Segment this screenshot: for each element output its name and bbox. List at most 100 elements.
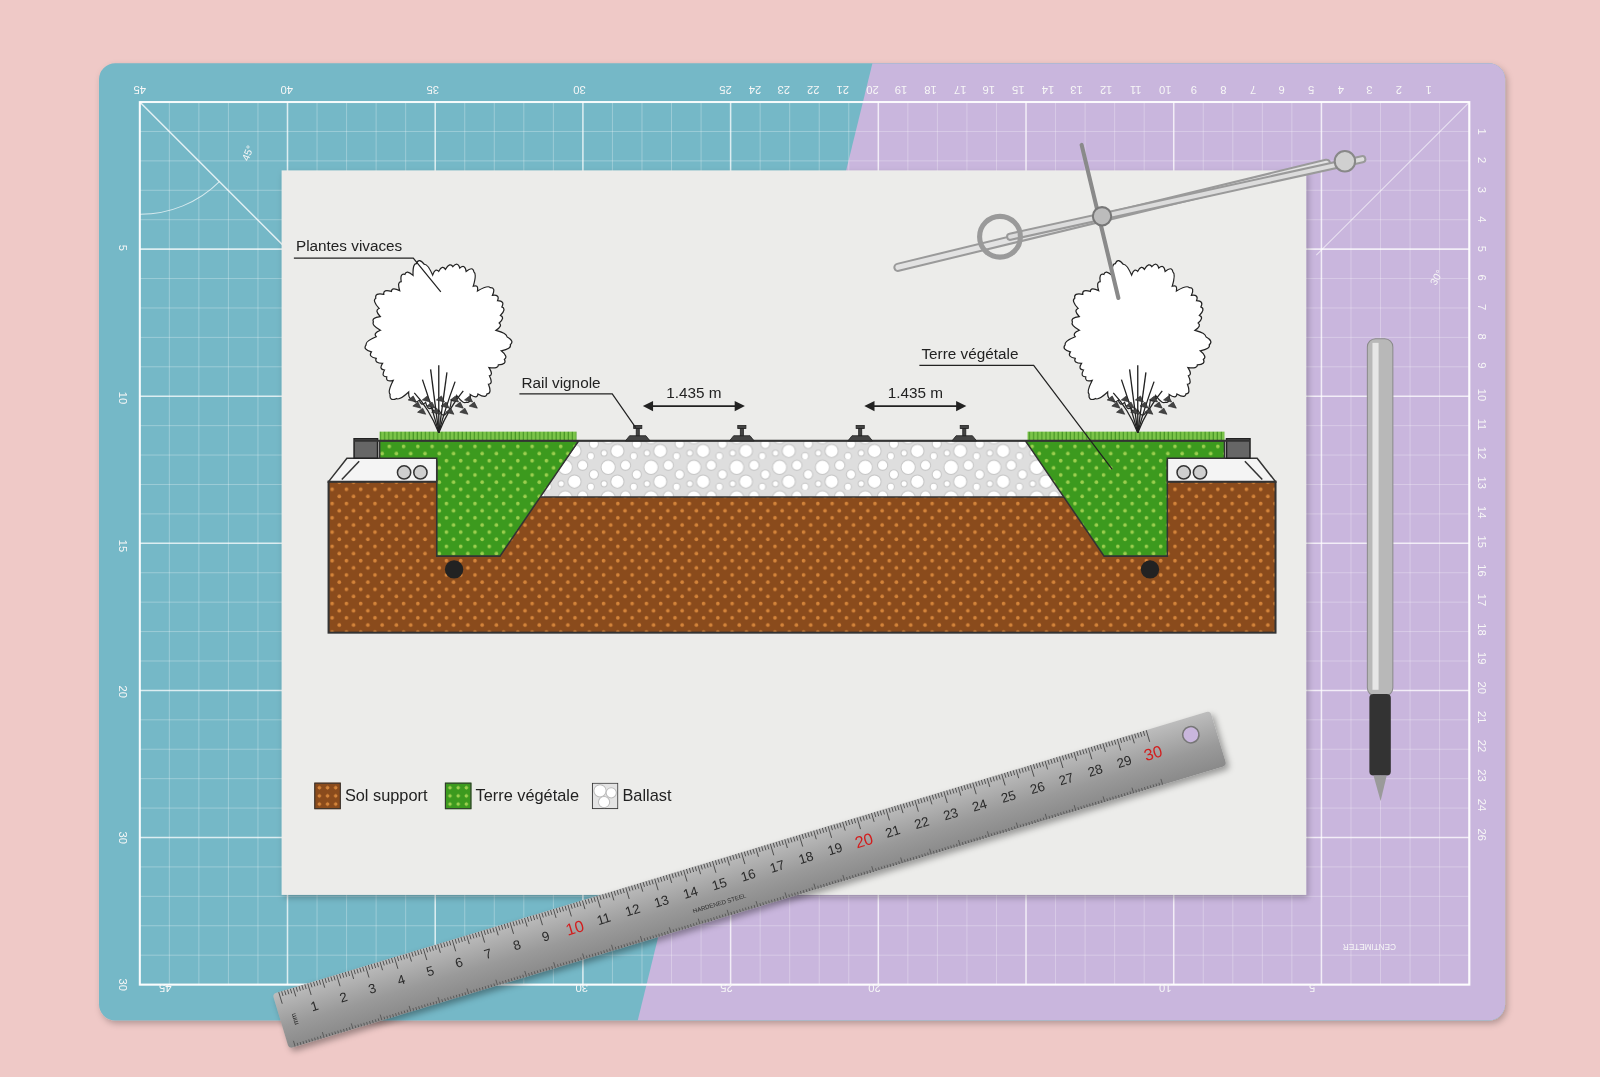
mat-scale-number: 30 xyxy=(573,83,586,96)
ruler-tick xyxy=(490,928,491,933)
ruler-number: 16 xyxy=(739,867,757,885)
ruler-tick xyxy=(1057,813,1059,816)
ruler-tick xyxy=(436,1001,438,1004)
ruler-tick xyxy=(394,957,398,969)
ruler-tick xyxy=(305,984,306,989)
mat-scale-number: 30 xyxy=(575,981,588,994)
ruler-tick xyxy=(1025,823,1027,826)
ruler-tick xyxy=(1057,757,1058,762)
ruler-tick xyxy=(676,929,678,932)
ruler-tick xyxy=(374,963,375,968)
ruler-number: 25 xyxy=(999,788,1017,806)
ruler-tick xyxy=(606,949,608,952)
ruler-tick xyxy=(840,823,841,828)
ruler-tick xyxy=(409,953,412,962)
ruler-tick xyxy=(991,833,993,836)
ruler-tick xyxy=(996,832,998,835)
dimension-label: 1.435 m xyxy=(888,384,943,402)
ruler-number: 12 xyxy=(624,902,642,920)
ruler-tick xyxy=(524,918,527,927)
ruler-tick xyxy=(690,924,692,927)
ruler-tick xyxy=(293,1041,295,1047)
ruler-tick xyxy=(748,907,750,910)
mat-scale-number: 3 xyxy=(1367,83,1373,96)
mat-scale-number: 19 xyxy=(895,83,908,96)
ruler-tick xyxy=(562,906,563,911)
ruler-tick xyxy=(1141,788,1143,791)
ruler-tick xyxy=(1074,805,1076,811)
mat-scale-number: 20 xyxy=(868,981,881,994)
leaf xyxy=(1117,408,1125,414)
ruler-tick xyxy=(907,859,909,862)
ruler-tick xyxy=(724,858,725,863)
leaf xyxy=(1112,402,1120,408)
ruler-tick xyxy=(360,1024,362,1027)
ballast-stone xyxy=(606,788,616,798)
ruler-tick xyxy=(745,908,747,911)
ruler-tick xyxy=(944,847,946,850)
ruler-number: 1 xyxy=(309,999,320,1015)
ruler-tick xyxy=(716,916,718,919)
mat-scale-number: 12 xyxy=(1100,83,1113,96)
ruler-tick xyxy=(1039,762,1040,767)
ruler-tick xyxy=(453,996,455,999)
ruler-tick xyxy=(845,821,846,826)
ruler-tick xyxy=(918,799,919,804)
mat-scale-number: 10 xyxy=(1159,83,1172,96)
ruler-tick xyxy=(540,970,542,973)
ruler-tick xyxy=(357,968,358,973)
ruler-tick xyxy=(401,1011,403,1014)
ruler-tick xyxy=(511,978,513,981)
ruler-tick xyxy=(632,942,634,945)
ruler-tick xyxy=(446,941,447,946)
ruler-tick xyxy=(987,831,989,837)
ruler-tick xyxy=(331,1032,333,1035)
ruler-tick xyxy=(663,876,664,881)
ruler-tick xyxy=(1042,762,1043,767)
ruler-tick xyxy=(527,917,528,922)
ruler-tick xyxy=(903,803,904,808)
leaf xyxy=(1168,402,1176,408)
ruler-tick xyxy=(738,853,739,858)
leaf xyxy=(418,408,426,414)
ruler-tick xyxy=(704,920,706,923)
stem xyxy=(439,382,455,433)
legend-text: Ballast xyxy=(622,787,671,806)
ruler-tick xyxy=(962,842,964,845)
ruler-tick xyxy=(892,863,894,866)
ruler-tick xyxy=(600,895,601,900)
ruler-tick xyxy=(1034,820,1036,823)
ruler-tick xyxy=(727,910,729,916)
ruler-tick xyxy=(355,1025,357,1028)
ruler-tick xyxy=(823,884,825,887)
ruler-tick xyxy=(887,865,889,868)
ruler-tick xyxy=(342,973,343,978)
ruler-tick xyxy=(846,877,848,880)
ruler-tick xyxy=(1095,802,1097,805)
ruler-tick xyxy=(1112,797,1114,800)
ruler-tick xyxy=(363,1023,365,1026)
ruler-tick xyxy=(331,976,332,981)
ruler-tick xyxy=(701,865,702,870)
ruler-tick xyxy=(1085,748,1086,753)
ruler-tick xyxy=(814,884,816,890)
ruler-tick xyxy=(797,892,799,895)
ruler-tick xyxy=(730,856,731,861)
ruler-tick xyxy=(678,872,679,877)
mat-scale-number: 14 xyxy=(1475,506,1488,518)
ruler-tick xyxy=(756,848,759,857)
ruler-tick xyxy=(669,874,672,883)
ruler-tick xyxy=(582,900,585,909)
ruler-number: 6 xyxy=(454,955,465,971)
ruler-tick xyxy=(826,883,828,886)
mat-scale-number: 17 xyxy=(1475,594,1488,607)
ruler-tick xyxy=(519,976,521,979)
ruler-tick xyxy=(1098,801,1100,804)
ruler-tick xyxy=(629,886,630,891)
ruler-tick xyxy=(472,933,473,938)
ruler-tick xyxy=(290,988,291,993)
ruler-tick xyxy=(334,1032,336,1035)
ruler-tick xyxy=(678,928,680,931)
ruler-tick xyxy=(910,858,912,861)
mat-scale-number: 22 xyxy=(1475,740,1488,753)
